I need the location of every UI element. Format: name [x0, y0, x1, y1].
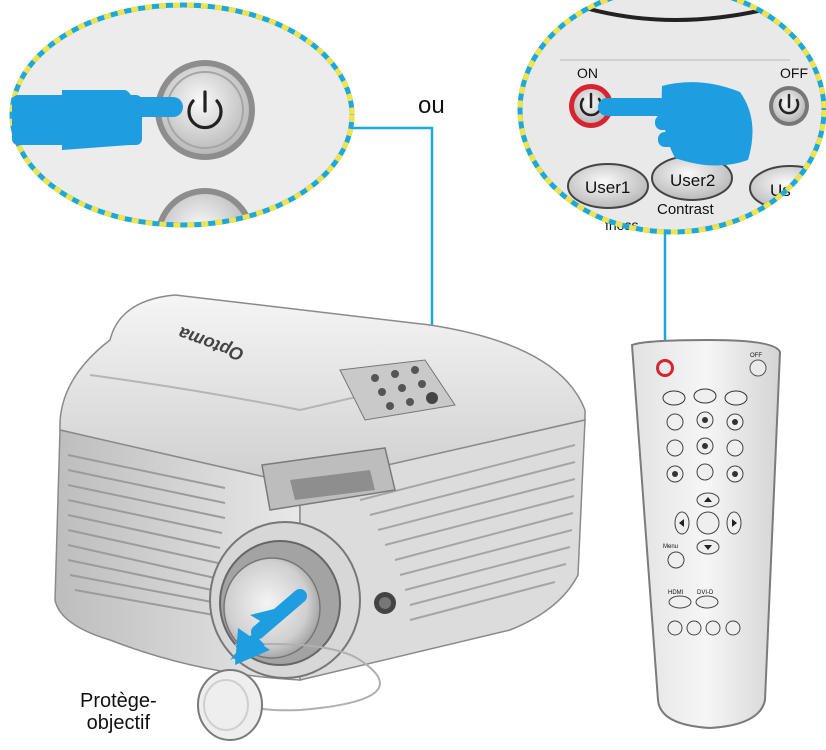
lens-cap-label: Protège- objectif	[80, 690, 157, 734]
hand-icon	[12, 90, 183, 150]
off-label: OFF	[780, 65, 808, 81]
projector: Optoma	[54, 294, 586, 741]
remote-hdmi-label: HDMI	[668, 590, 684, 596]
user3-label: Us	[770, 181, 791, 200]
user2-label: User2	[670, 171, 715, 190]
remote-zoom-bubble: ON OFF User1 User2 Us Contrast fness	[517, 0, 826, 235]
power-icon	[187, 90, 223, 130]
remote-control: OFF M	[630, 338, 782, 730]
keypad-zoom-bubble	[9, 2, 355, 228]
hand-icon	[598, 82, 753, 166]
remote-off-label: OFF	[750, 353, 762, 359]
user1-label: User1	[585, 178, 630, 197]
remote-menu-label: Menu	[663, 544, 678, 550]
arrow-icon	[230, 589, 307, 665]
or-label: ou	[418, 92, 445, 119]
callout-lines	[352, 126, 667, 400]
remote-dvi-label: DVI-D	[697, 590, 714, 596]
contrast-label: Contrast	[657, 201, 715, 218]
power-off-icon	[778, 98, 800, 115]
lens-cap-label-line2: objectif	[86, 712, 151, 734]
on-label: ON	[577, 65, 598, 81]
lens-cap	[197, 669, 263, 741]
lens-cap-label-line1: Protège-	[80, 690, 157, 712]
